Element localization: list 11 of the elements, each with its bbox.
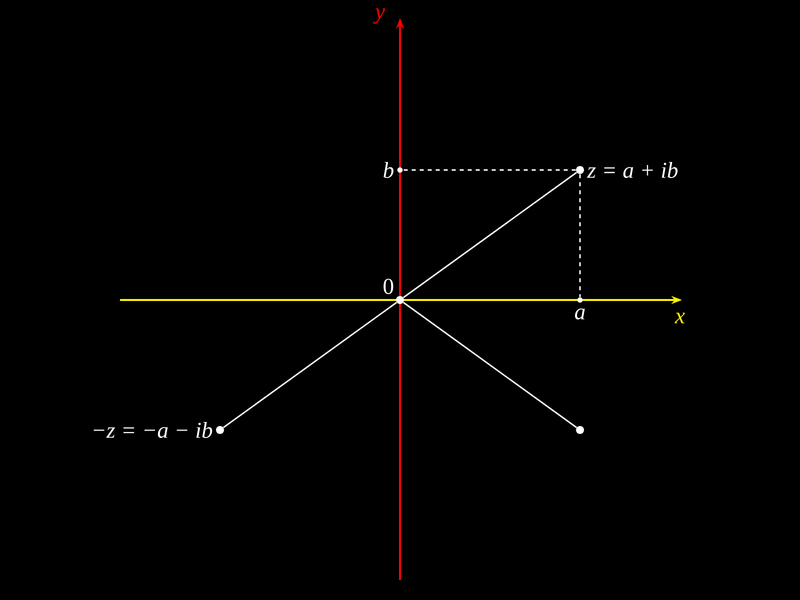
line-segment bbox=[403, 302, 577, 428]
node-label: a bbox=[575, 308, 585, 320]
dashed-line bbox=[402, 169, 576, 171]
line-segment bbox=[403, 172, 577, 298]
line-segment bbox=[223, 302, 397, 428]
node-label: 0 bbox=[384, 278, 394, 294]
point-dot bbox=[576, 426, 584, 434]
dashed-line bbox=[579, 174, 581, 298]
axis-label: y bbox=[373, 8, 386, 24]
node-label: b bbox=[384, 162, 394, 178]
axis-label: x bbox=[674, 312, 685, 324]
